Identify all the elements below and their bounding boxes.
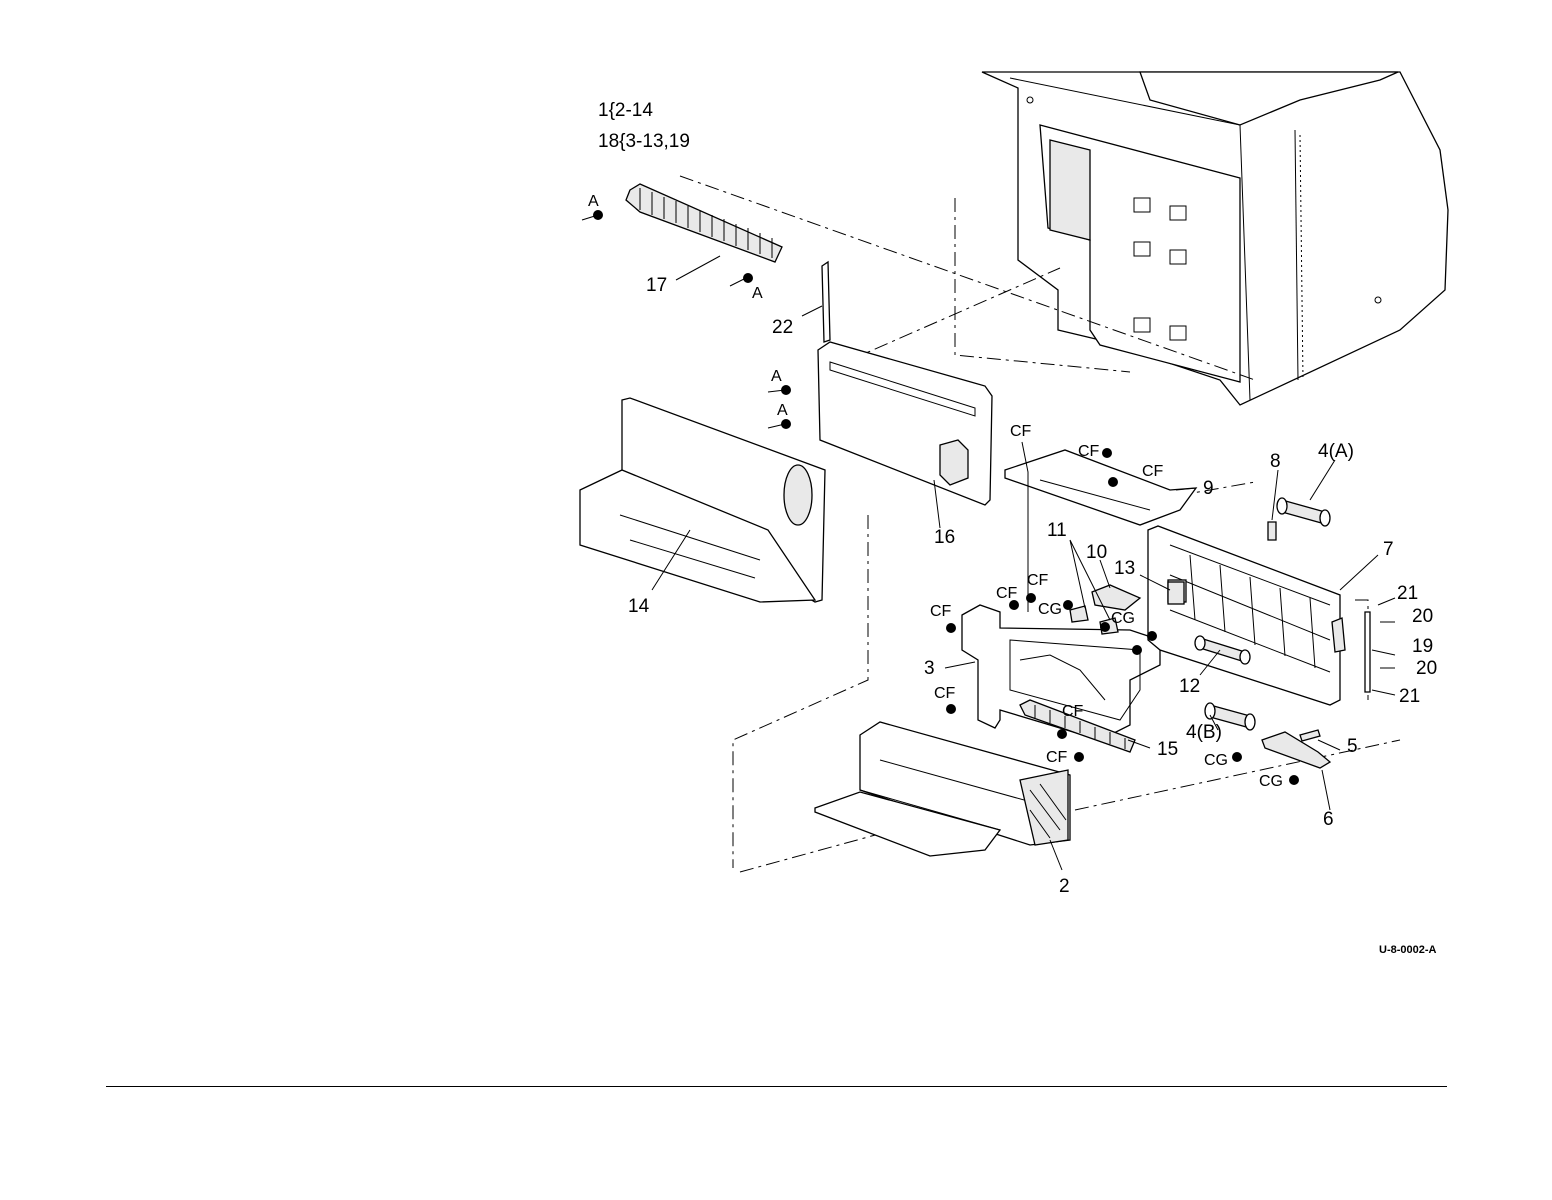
marker-cg: CG — [1038, 601, 1062, 618]
part-16-rear-cover — [818, 342, 992, 505]
marker-a: A — [771, 368, 782, 385]
group-line-2: 18{3-13,19 — [598, 131, 690, 152]
callout-12: 12 — [1179, 676, 1200, 697]
callout-13: 13 — [1114, 558, 1135, 579]
footer-rule — [106, 1086, 1447, 1087]
callout-6: 6 — [1323, 809, 1334, 830]
callout-20: 20 — [1416, 658, 1437, 679]
callout-20: 20 — [1412, 606, 1433, 627]
marker-a: A — [777, 402, 788, 419]
marker-cf: CF — [1027, 572, 1049, 589]
marker-cg: CG — [1204, 752, 1228, 769]
callout-15: 15 — [1157, 739, 1178, 760]
figure-code: U-8-0002-A — [1379, 944, 1437, 956]
group-line-1: 1{2-14 — [598, 100, 653, 121]
part-11-clip — [1070, 606, 1088, 622]
marker-cf: CF — [930, 603, 952, 620]
callout-3: 3 — [924, 658, 935, 679]
printer-body — [982, 72, 1448, 405]
marker-cf: CF — [1078, 443, 1100, 460]
marker-cf: CF — [1142, 463, 1164, 480]
callout-16: 16 — [934, 527, 955, 548]
callout-4b: 4(B) — [1186, 722, 1222, 743]
callout-14: 14 — [628, 596, 650, 617]
marker-cf: CF — [1046, 749, 1068, 766]
callout-10: 10 — [1086, 542, 1107, 563]
callout-22: 22 — [772, 317, 793, 338]
callout-19: 19 — [1412, 636, 1433, 657]
part-4a-roller — [1277, 498, 1330, 526]
callout-2: 2 — [1059, 876, 1070, 897]
marker-cf: CF — [1062, 703, 1084, 720]
part-22 — [822, 262, 830, 342]
part-8-spring — [1268, 522, 1276, 540]
marker-cf: CF — [934, 685, 956, 702]
marker-cg: CG — [1111, 610, 1135, 627]
part-13-sensor — [1168, 582, 1184, 604]
callout-7: 7 — [1383, 539, 1394, 560]
callout-21: 21 — [1399, 686, 1420, 707]
callout-17: 17 — [646, 275, 667, 296]
callout-8: 8 — [1270, 451, 1281, 472]
part-19-plate — [1365, 612, 1370, 692]
marker-cf: CF — [996, 585, 1018, 602]
marker-a: A — [588, 193, 599, 210]
marker-cg: CG — [1259, 773, 1283, 790]
callout-4a: 4(A) — [1318, 441, 1354, 462]
part-5-spring — [1300, 730, 1320, 741]
callout-21: 21 — [1397, 583, 1418, 604]
part-17-chute — [626, 184, 782, 262]
part-7-right-frame — [1148, 526, 1340, 705]
marker-a: A — [752, 285, 763, 302]
part-20-latch — [1332, 618, 1345, 652]
callout-11: 11 — [1047, 520, 1067, 541]
marker-cf: CF — [1010, 423, 1032, 440]
part-14-tray-cover — [580, 398, 825, 602]
callout-5: 5 — [1347, 736, 1358, 757]
callout-9: 9 — [1203, 478, 1214, 499]
part-9-top-plate — [1005, 450, 1196, 525]
